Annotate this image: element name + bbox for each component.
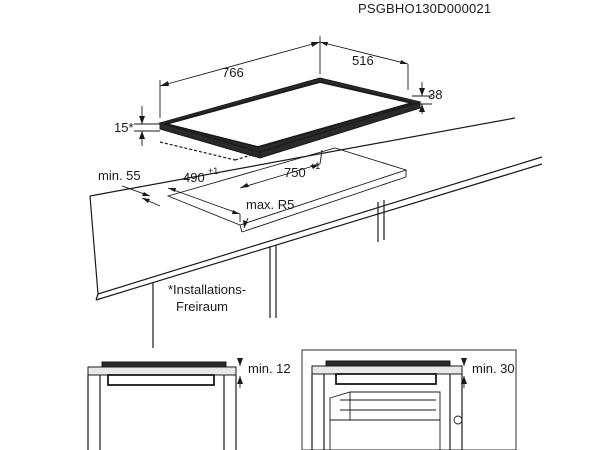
note-line1: *Installations- [168, 282, 246, 297]
dim-front-label: min. 55 [98, 168, 141, 183]
worktop [89, 117, 543, 348]
dim-front: min. 55 [98, 168, 161, 207]
dim-cutout-depth: 490 +1 [167, 166, 241, 222]
dim-width: 766 [159, 36, 321, 118]
dim-width-label: 766 [222, 65, 244, 80]
dim-height: 38 [412, 82, 442, 114]
dim-cutout-depth-label: 490 [183, 170, 205, 185]
detail-left: min. 12 [87, 358, 291, 450]
dim-cutout-width: 750 +1 [239, 149, 323, 189]
dim-cutout-depth-tol: +1 [208, 166, 218, 176]
dim-depth-label: 516 [352, 53, 374, 68]
dim-height-label: 38 [428, 87, 442, 102]
dim-radius: max. R5 [243, 197, 294, 229]
detail-right: min. 30 [301, 349, 517, 450]
dim-side-label: 15* [114, 120, 134, 135]
dim-cutout-width-label: 750 [284, 165, 306, 180]
hob-plate [158, 77, 422, 159]
dim-radius-label: max. R5 [246, 197, 294, 212]
detail-left-label: min. 12 [248, 361, 291, 376]
dim-cutout-width-tol: +1 [310, 161, 320, 171]
dim-side: 15* [114, 106, 160, 146]
document-code: PSGBHO130D000021 [358, 1, 491, 16]
dim-depth: 516 [319, 41, 409, 90]
detail-right-label: min. 30 [472, 361, 515, 376]
note-line2: Freiraum [176, 299, 228, 314]
